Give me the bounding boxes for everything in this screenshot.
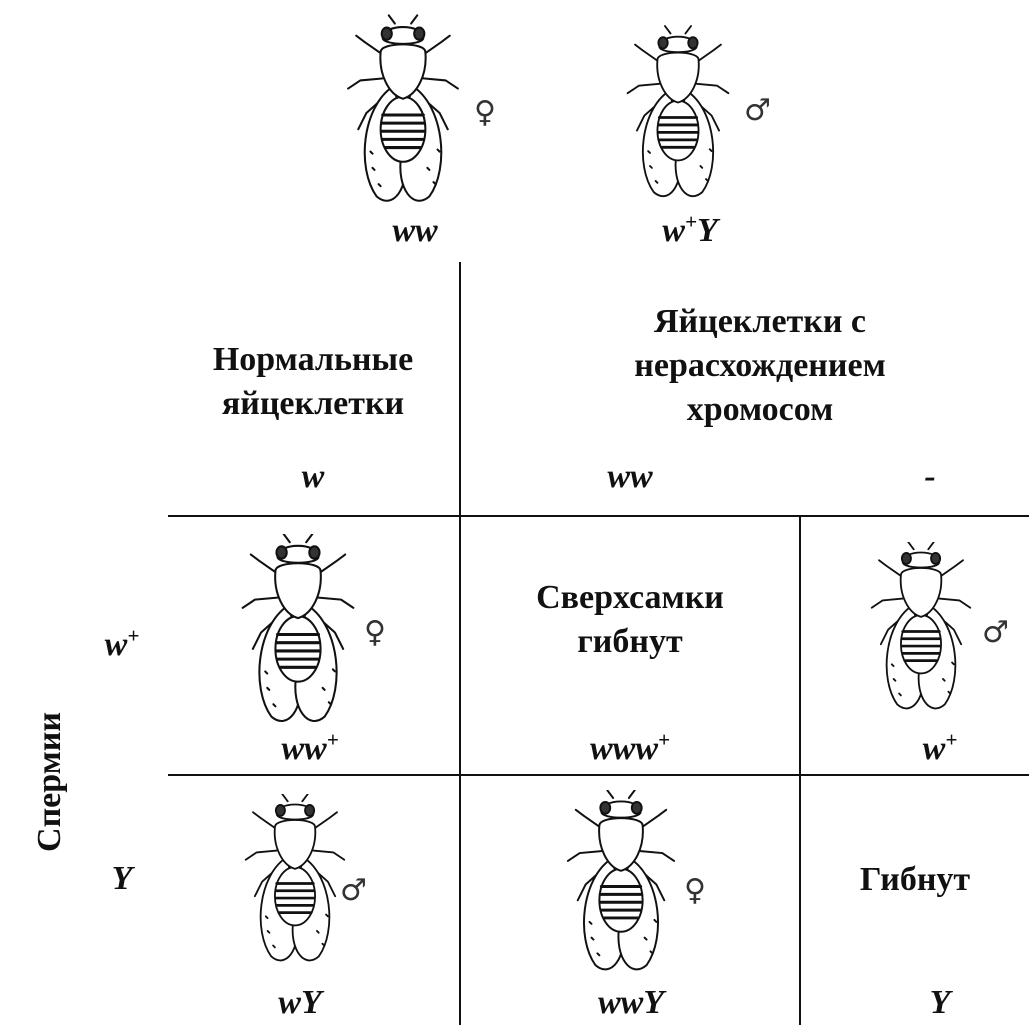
cell-r2c2-fly-icon (562, 790, 680, 982)
cell-r2c1-sex-symbol: ♂ (340, 876, 367, 906)
cell-r1c3-genotype: w+ (900, 732, 980, 766)
cell-r1c3-sex-symbol: ♂ (982, 618, 1009, 648)
female-parent-genotype: ww (370, 214, 460, 248)
sperm-row2-genotype: Y (92, 862, 152, 896)
sperm-axis-label: Спермии (28, 702, 72, 862)
nondisjunction-egg-genotype: ww (580, 460, 680, 494)
cell-r1c1-fly-icon (236, 534, 360, 734)
sperm-row1-genotype: w+ (92, 628, 152, 662)
nondisjunction-eggs-heading: Яйцеклетки с нерасхождением хромосом (500, 300, 1020, 432)
male-parent-genotype: w+Y (640, 214, 740, 248)
normal-eggs-heading: Нормальные яйцеклетки (168, 338, 458, 426)
cell-r1c2-genotype: www+ (560, 732, 700, 766)
cell-r2c1-genotype: wY (250, 986, 350, 1020)
cell-r2c2-sex-symbol: ♀ (684, 876, 706, 906)
grid-divider-vertical-right (799, 515, 801, 1025)
cell-r2c3-lethal-text: Гибнут (810, 858, 1020, 902)
grid-divider-vertical-main (459, 262, 461, 1025)
normal-egg-genotype: w (268, 460, 358, 494)
grid-divider-horizontal-top (168, 515, 1029, 517)
cell-r1c1-genotype: ww+ (250, 732, 370, 766)
grid-divider-horizontal-middle (168, 774, 1029, 776)
cell-r1c2-lethal-text: Сверхсамки гибнут (470, 576, 790, 664)
cell-r1c3-fly-icon (866, 542, 976, 720)
female-symbol: ♀ (474, 98, 496, 128)
cell-r2c3-genotype: Y (900, 986, 980, 1020)
male-symbol: ♂ (744, 96, 771, 126)
cell-r2c1-fly-icon (240, 794, 350, 972)
female-parent-fly-icon (342, 12, 464, 217)
cell-r2c2-genotype: wwY (566, 986, 696, 1020)
cell-r1c1-sex-symbol: ♀ (364, 618, 386, 648)
nullo-egg-genotype: - (900, 460, 960, 494)
male-parent-fly-icon (622, 22, 734, 212)
